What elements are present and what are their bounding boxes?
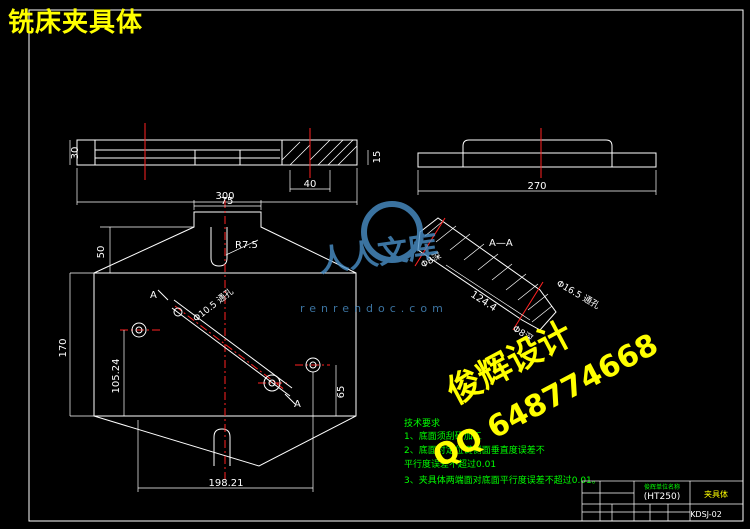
- title-block-part-name: 夹具体: [704, 489, 728, 499]
- dim-hole-b: Φ16.5 通孔: [555, 278, 602, 312]
- notes-line-3: 平行度误差不超过0.01: [404, 458, 496, 470]
- notes-line-1: 1、底面须刮研加工: [404, 430, 482, 442]
- title-block-drawing-no: KDSJ-02: [690, 510, 722, 519]
- watermark-logo: 人人文库: [316, 229, 440, 280]
- title-block-header: 俊辉单位名称: [644, 483, 680, 491]
- notes-heading: 技术要求: [404, 417, 440, 429]
- dim-height-170: 170: [58, 338, 69, 357]
- drawing-frame: [28, 9, 744, 522]
- watermark: 人人文库 renrendoc.com: [300, 201, 448, 315]
- notes-line-2: 2、底面对定位键侧面垂直度误差不: [404, 444, 545, 456]
- section-aa-hatch: [424, 221, 553, 323]
- section-arrows: [157, 289, 296, 405]
- section-aa-outline: [417, 217, 557, 331]
- title-block: [581, 480, 744, 522]
- side-view-right: [417, 139, 657, 168]
- technical-notes: 技术要求 1、底面须刮研加工 2、底面对定位键侧面垂直度误差不 平行度误差不超过…: [404, 417, 601, 486]
- dim-width-19821: 198.21: [209, 478, 244, 489]
- dim-pos-65: 65: [336, 386, 347, 399]
- dim-pos-10524: 105.24: [111, 359, 122, 394]
- dim-radius-r75: R7.5: [235, 240, 258, 251]
- dim-offset-15: 15: [372, 151, 383, 164]
- notes-line-4: 3、夹具体两端面对底面平行度误差不超过0.01。: [404, 474, 601, 486]
- side-view-dimensions: [69, 140, 369, 205]
- dim-line: [445, 264, 531, 321]
- dim-left-50: 50: [96, 246, 107, 259]
- center-line: [512, 281, 544, 331]
- dim-hole-a: Φ10.5 通孔: [191, 286, 236, 324]
- right-view-dimensions: [417, 170, 657, 195]
- dim-width-40: 40: [304, 179, 317, 190]
- plan-view-dimensions: [69, 200, 337, 492]
- dim-length-300: 300: [215, 191, 234, 202]
- title-block-material: (HT250): [644, 492, 680, 502]
- plan-view-centerlines: [120, 200, 330, 480]
- arrow-label-a2: A: [294, 399, 301, 410]
- plan-view-holes: [131, 299, 321, 397]
- dim-thickness-30: 30: [70, 147, 81, 160]
- watermark-logo-icon: [361, 201, 423, 263]
- dim-1244: 124.4: [468, 289, 498, 314]
- page-title: 铣床夹具体: [8, 8, 144, 38]
- side-view-left: [76, 139, 358, 166]
- watermark-site: renrendoc.com: [300, 302, 448, 315]
- dim-length-270: 270: [527, 181, 546, 192]
- side-view-hatch: [281, 139, 358, 166]
- arrow-label-a1: A: [150, 290, 157, 301]
- section-label-aa: A—A: [489, 238, 513, 249]
- center-line: [414, 217, 446, 267]
- dim-top-75: 75: [221, 196, 234, 207]
